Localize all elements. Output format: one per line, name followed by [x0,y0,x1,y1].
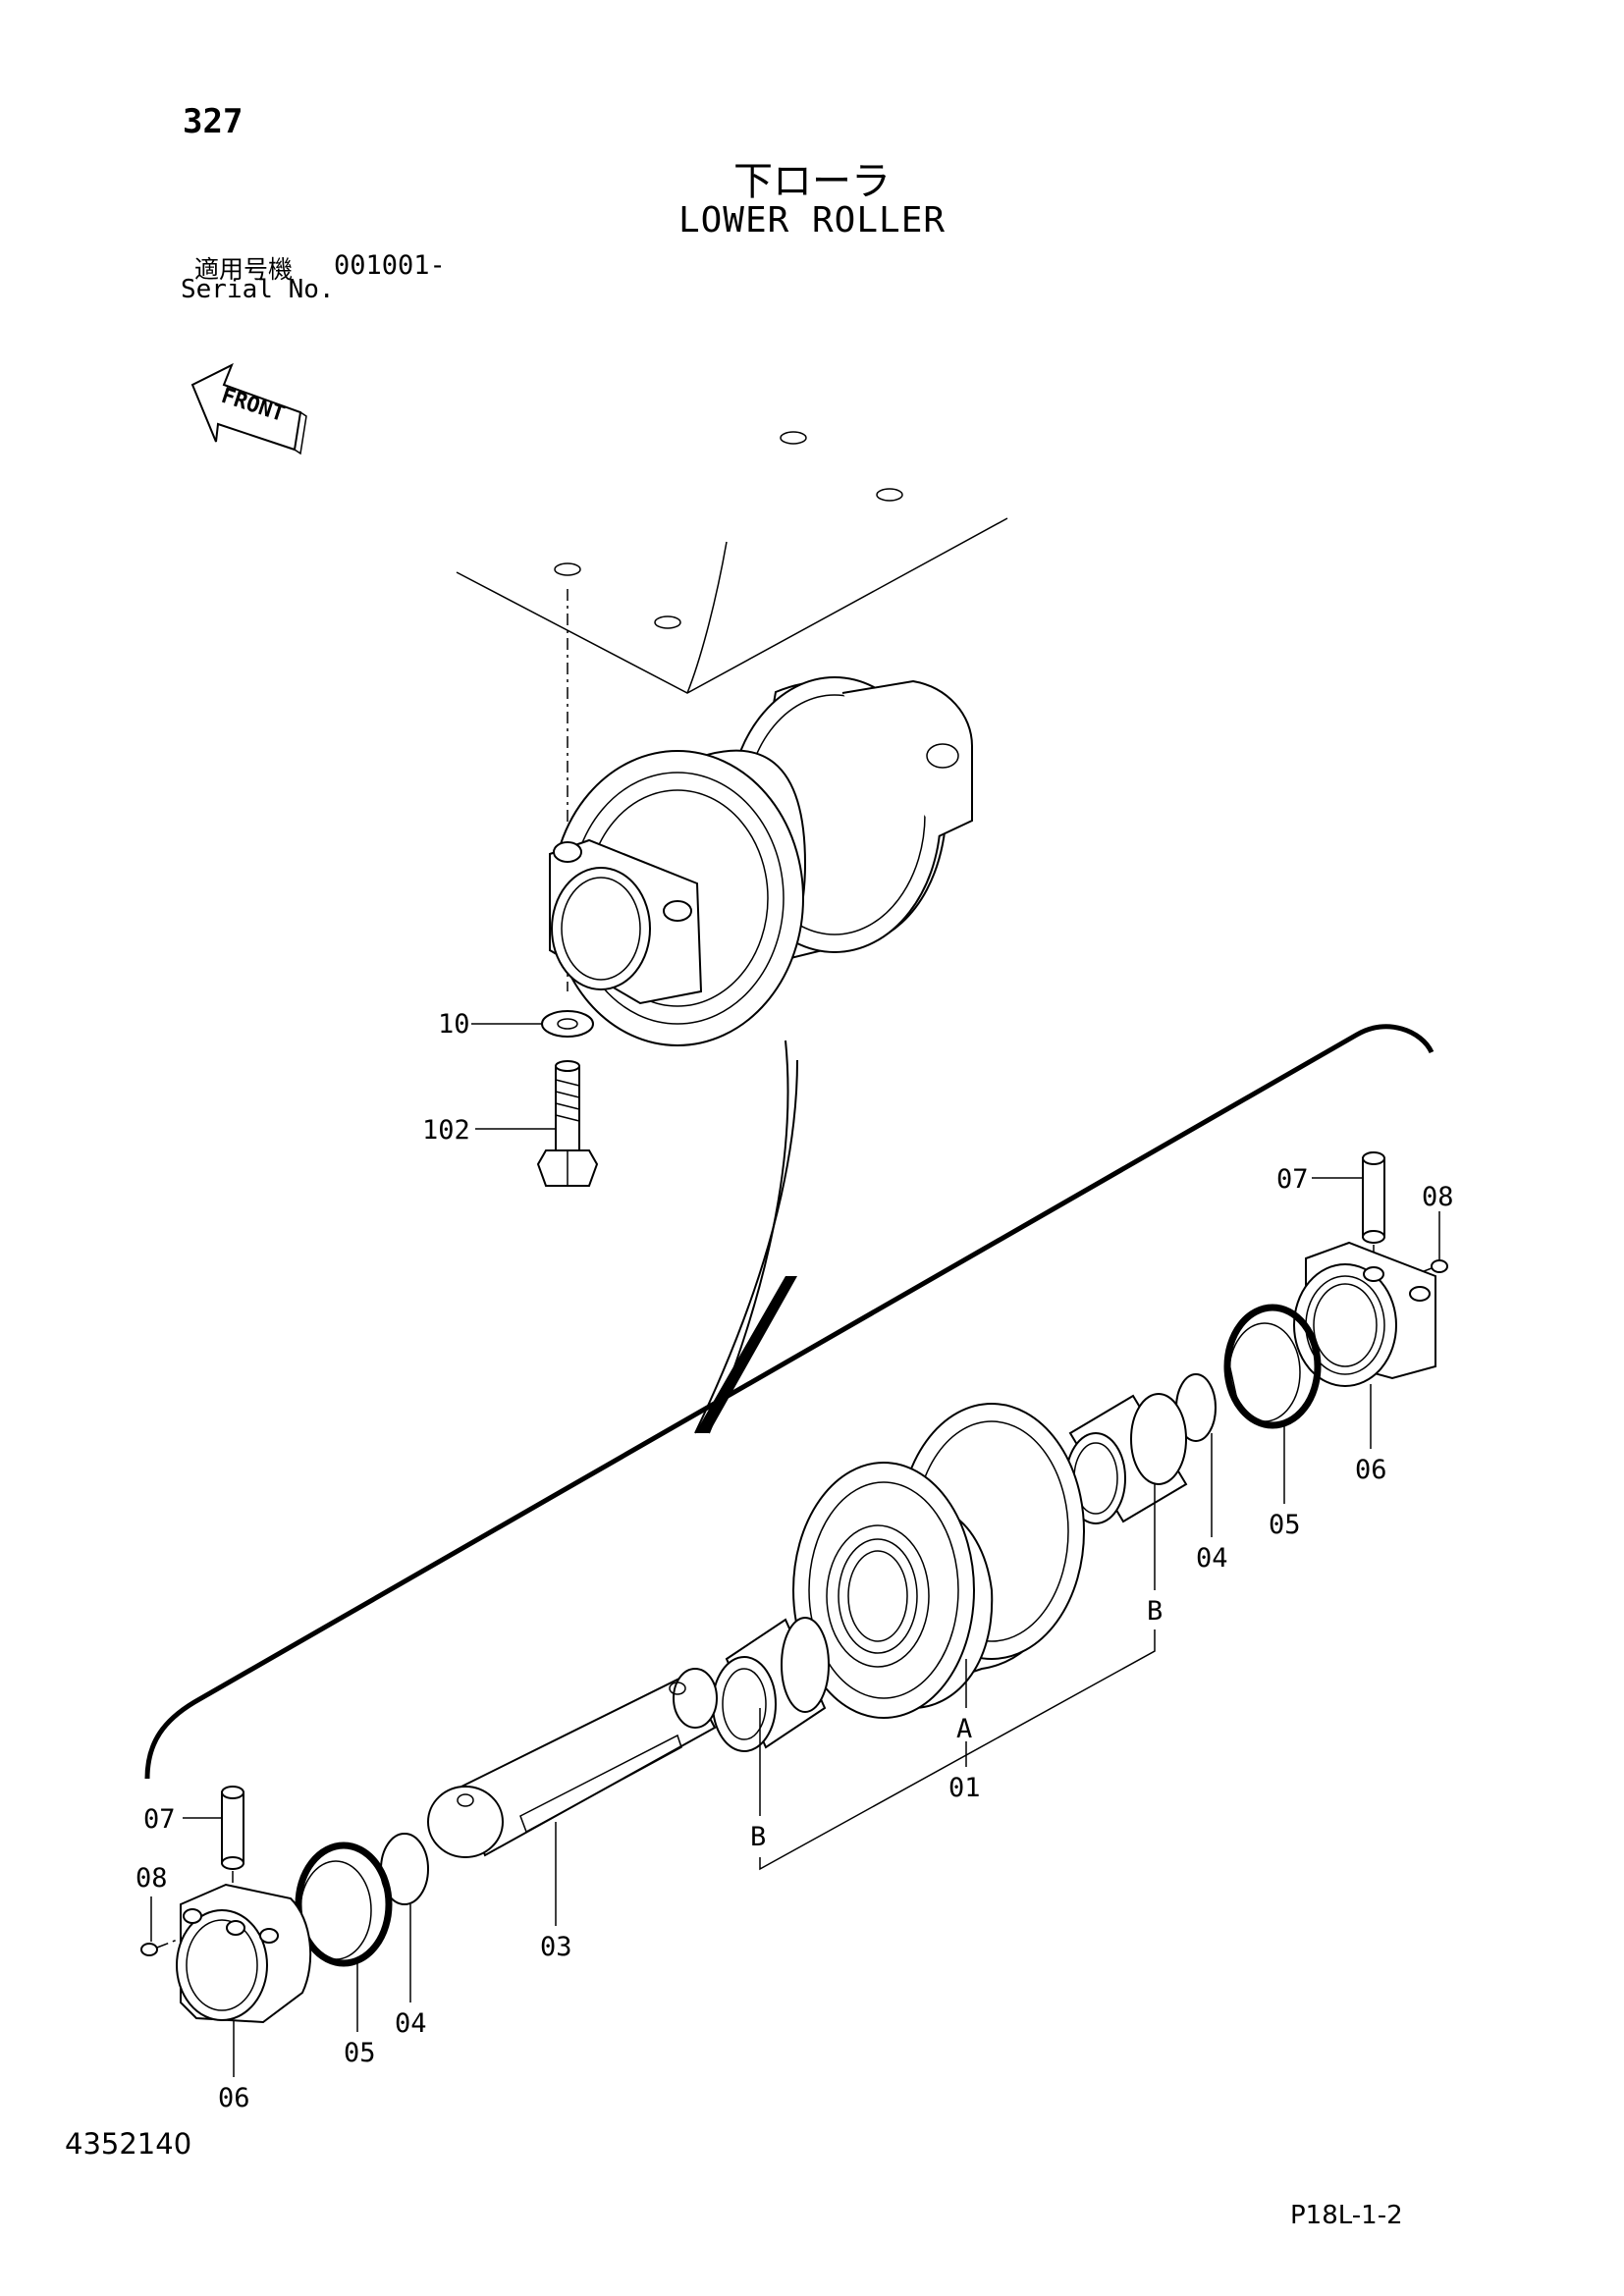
callout-01: 01 [948,1773,981,1803]
bushing-right [1065,1393,1188,1524]
bushing-left [712,1617,830,1752]
callout-102: 102 [422,1115,470,1146]
callout-07-left: 07 [143,1804,176,1835]
callout-04-right: 04 [1196,1543,1228,1574]
pin-part-07-left [221,1786,244,1914]
callout-b-lower: B [750,1822,766,1852]
page-number: 327 [183,102,244,141]
title-japanese: 下ローラ [733,159,891,204]
callout-b-upper: B [1147,1596,1163,1627]
callout-10: 10 [438,1009,470,1040]
roller-wheel-part-01 [792,1403,1085,1719]
callout-05-left: 05 [344,2038,376,2068]
shaft-part-03 [427,1668,718,1858]
front-label: FRONT [218,384,288,427]
seal-part-05-left [295,1842,393,1967]
track-frame [456,431,1008,991]
callout-08-left: 08 [135,1863,168,1894]
seal-part-05-right [1223,1304,1322,1429]
callout-05-right: 05 [1269,1510,1301,1540]
page-code: P18L-1-2 [1290,2201,1403,2230]
washer-part-10 [541,1010,594,1038]
callout-04-left: 04 [395,2008,427,2039]
serial-label-english: Serial No. [181,275,335,304]
serial-label-japanese: 適用号機 [194,255,294,284]
callout-a: A [956,1714,972,1744]
serial-value: 001001- [334,250,446,281]
screw-part-08-right [1405,1259,1448,1279]
callout-08-right: 08 [1422,1182,1454,1212]
callout-03: 03 [540,1932,572,1962]
arrow-left-icon: FRONT [190,362,307,455]
callout-07-right: 07 [1276,1164,1309,1195]
bolt-part-102 [536,1060,599,1187]
assembled-lower-roller [549,676,973,1046]
callout-06-left: 06 [218,2083,250,2113]
callout-06-right: 06 [1355,1455,1387,1485]
exploded-view-outline [144,1024,1435,1780]
document-number: 4352140 [65,2127,192,2161]
title-english: LOWER ROLLER [677,200,947,240]
leader-lines [150,1023,1440,2077]
collar-part-06-left [176,1883,312,2024]
